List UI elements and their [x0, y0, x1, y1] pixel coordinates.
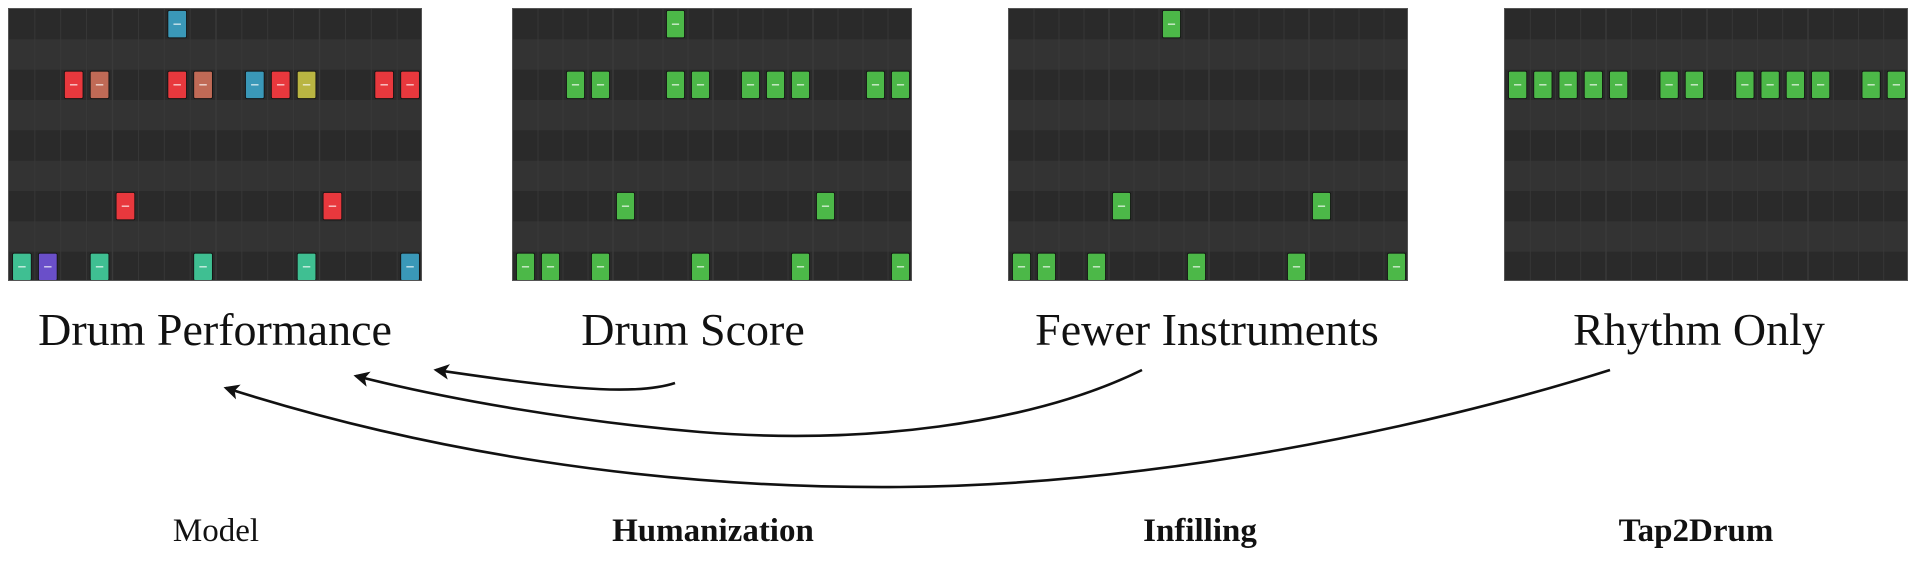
note-block: [89, 70, 110, 99]
panel-rhythm-only: [1504, 8, 1908, 281]
title-drum-performance: Drum Performance: [38, 304, 392, 355]
label-model: Model: [172, 513, 260, 549]
note-block: [1861, 70, 1881, 99]
note-block: [691, 252, 710, 280]
note-block: [1583, 70, 1603, 99]
row-band: [1505, 39, 1907, 70]
note-block: [616, 192, 635, 221]
note-block: [1312, 192, 1331, 221]
note-block: [1508, 70, 1528, 99]
note-block: [296, 252, 317, 280]
note-block: [167, 70, 187, 99]
note-block: [791, 70, 810, 99]
piano-roll-fewer-instruments: [1009, 9, 1407, 280]
row-band: [513, 39, 911, 70]
note-block: [63, 70, 84, 99]
row-band: [1505, 100, 1907, 131]
row-band: [9, 160, 421, 191]
row-band: [1505, 221, 1907, 252]
title-fewer-instruments: Fewer Instruments: [1035, 304, 1379, 355]
note-block: [1558, 70, 1578, 99]
note-block: [1387, 252, 1406, 280]
note-block: [1087, 252, 1106, 280]
note-block: [666, 70, 685, 99]
arrow-humanization: [433, 364, 676, 391]
note-block: [816, 192, 835, 221]
arrow-tap2drum: [223, 368, 1611, 489]
note-block: [1760, 70, 1780, 99]
note-block: [1811, 70, 1831, 99]
note-block: [591, 252, 610, 280]
piano-roll-rhythm-only: [1505, 9, 1907, 280]
note-block: [891, 70, 910, 99]
note-block: [12, 252, 32, 280]
row-band: [9, 100, 421, 131]
panel-drum-performance: [8, 8, 422, 281]
row-band: [1009, 221, 1407, 252]
note-block: [741, 70, 760, 99]
title-drum-score: Drum Score: [581, 304, 805, 355]
note-block: [791, 252, 810, 280]
note-block: [193, 70, 213, 99]
note-block: [891, 252, 910, 280]
note-block: [1659, 70, 1679, 99]
note-block: [270, 70, 291, 99]
note-block: [1533, 70, 1553, 99]
note-block: [115, 192, 136, 221]
note-block: [296, 70, 317, 99]
row-band: [513, 221, 911, 252]
row-band: [513, 100, 911, 131]
note-block: [566, 70, 585, 99]
row-band: [9, 221, 421, 252]
piano-roll-drum-performance: [9, 9, 421, 280]
row-band: [1009, 160, 1407, 191]
note-block: [245, 70, 265, 99]
note-block: [1684, 70, 1704, 99]
note-block: [666, 10, 685, 39]
title-rhythm-only: Rhythm Only: [1573, 304, 1825, 355]
note-block: [374, 70, 394, 99]
note-block: [1162, 10, 1181, 39]
panel-drum-score: [512, 8, 912, 281]
row-band: [1009, 39, 1407, 70]
row-band: [1505, 160, 1907, 191]
note-block: [691, 70, 710, 99]
note-block: [193, 252, 213, 280]
piano-roll-drum-score: [513, 9, 911, 280]
note-block: [1187, 252, 1206, 280]
row-band: [513, 160, 911, 191]
note-block: [1112, 192, 1131, 221]
note-block: [591, 70, 610, 99]
note-block: [1012, 252, 1031, 280]
note-block: [1287, 252, 1306, 280]
note-block: [766, 70, 785, 99]
label-humanization: Humanization: [612, 513, 814, 549]
note-block: [38, 252, 58, 280]
note-block: [866, 70, 885, 99]
note-block: [1735, 70, 1755, 99]
note-block: [1886, 70, 1906, 99]
note-block: [516, 252, 535, 280]
note-block: [1037, 252, 1056, 280]
note-block: [1785, 70, 1805, 99]
row-band: [1009, 100, 1407, 131]
note-block: [400, 70, 420, 99]
label-tap2drum: Tap2Drum: [1618, 513, 1774, 549]
note-block: [322, 192, 343, 221]
arrow-infilling: [353, 368, 1143, 438]
note-block: [1609, 70, 1629, 99]
note-block: [541, 252, 560, 280]
panel-fewer-instruments: [1008, 8, 1408, 281]
row-band: [9, 39, 421, 70]
note-block: [89, 252, 110, 280]
label-infilling: Infilling: [1143, 513, 1257, 549]
note-block: [167, 10, 187, 39]
note-block: [400, 252, 420, 280]
